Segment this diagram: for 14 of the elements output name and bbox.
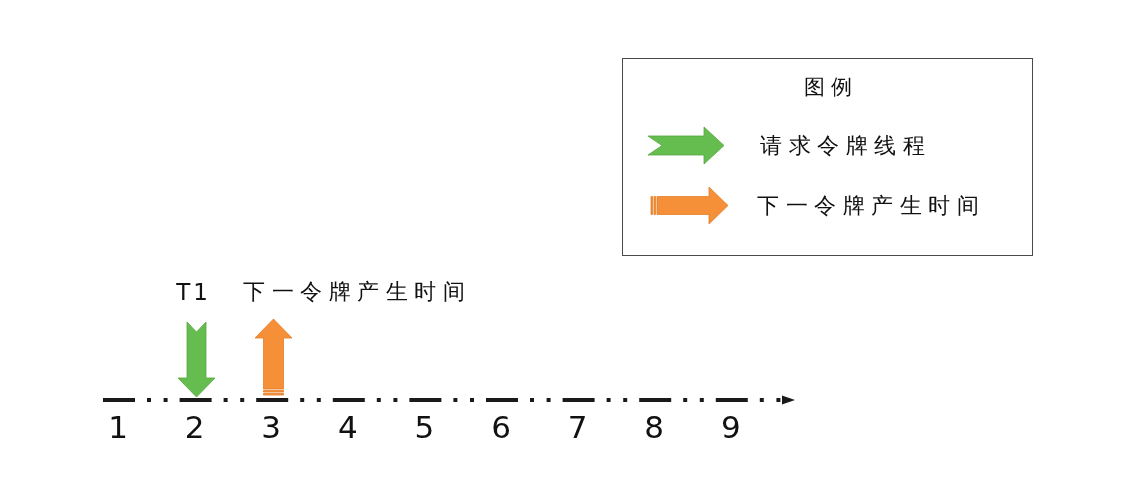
arrow-label: T1 (176, 278, 211, 306)
legend-label: 下一令牌产生时间 (757, 193, 985, 219)
tick-label: 9 (720, 410, 741, 446)
tick-label: 5 (414, 410, 435, 446)
tick-label: 8 (644, 410, 665, 446)
tick-label: 3 (261, 410, 282, 446)
legend-title: 图例 (804, 74, 858, 100)
legend-label: 请求令牌线程 (760, 133, 931, 159)
tick-label: 4 (337, 410, 358, 446)
tick-label: 7 (567, 410, 588, 446)
tick-label: 6 (491, 410, 511, 446)
tick-label: 1 (108, 410, 128, 446)
arrow-label: 下一令牌产生时间 (243, 279, 471, 305)
tick-label: 2 (184, 410, 205, 446)
